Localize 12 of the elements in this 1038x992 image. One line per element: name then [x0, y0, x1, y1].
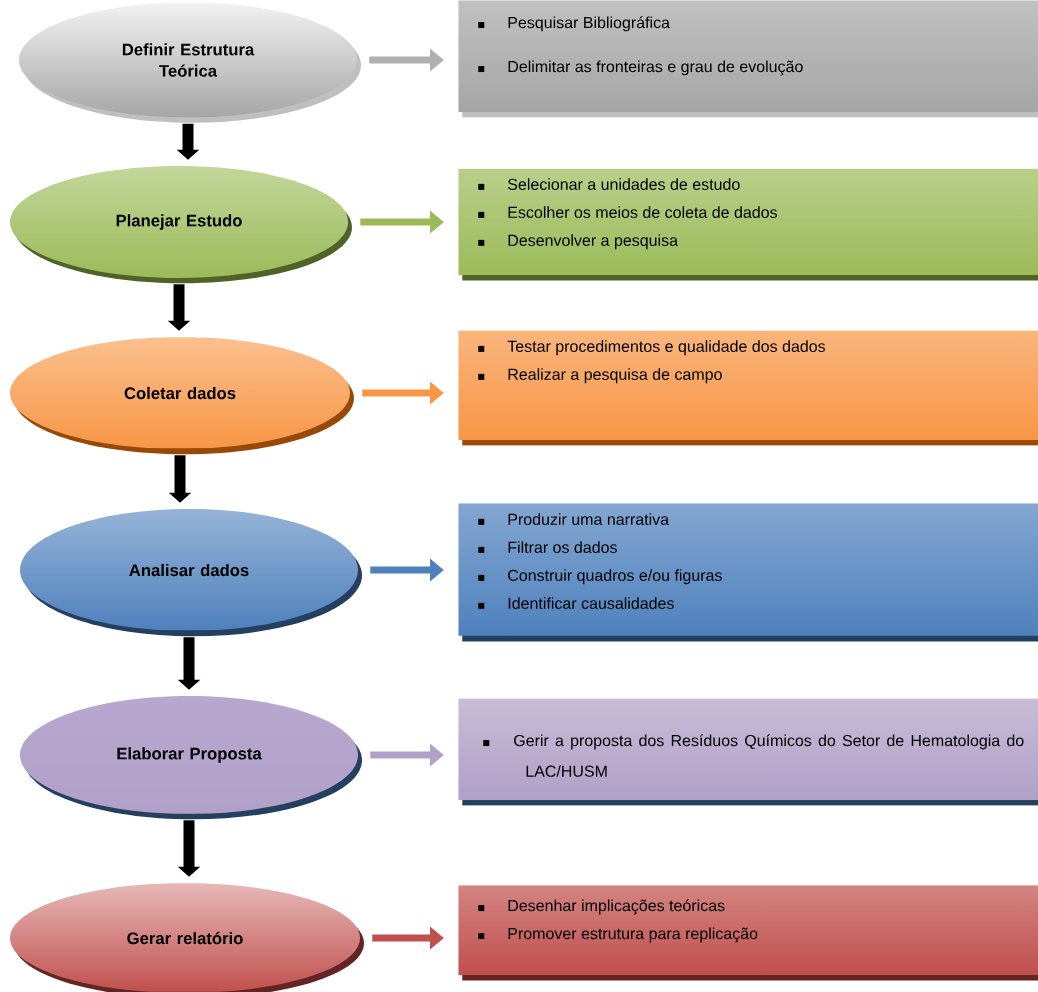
ellipse-node: Coletar dados	[10, 337, 354, 455]
text-box: Gerir a proposta dos Resíduos Químicos do Setor de Hematologia do LAC/HUSM	[458, 698, 1038, 806]
ellipse-node: Elaborar Proposta	[20, 696, 362, 820]
ellipse-node: Planejar Estudo	[10, 166, 352, 284]
text-box: Desenhar implicações teóricas Promover estrutura para replicação	[458, 885, 1038, 981]
ellipse-node: Definir Estrutura Teórica	[19, 2, 361, 123]
text-box: Pesquisar Bibliográfica Delimitar as fronteiras e grau de evolução	[458, 0, 1038, 118]
text-box: Testar procedimentos e qualidade dos dados Realizar a pesquisa de campo	[458, 330, 1038, 446]
ellipse-node: Gerar relatório	[10, 883, 364, 992]
text-box: Selecionar a unidades de estudo Escolher os meios de coleta de dados Desenvolver a pesquisa	[458, 168, 1038, 281]
text-box: Produzir uma narrativa Filtrar os dados Construir quadros e/ou figuras Identificar causalidades	[458, 503, 1038, 642]
ellipse-node: Analisar dados	[20, 509, 362, 637]
